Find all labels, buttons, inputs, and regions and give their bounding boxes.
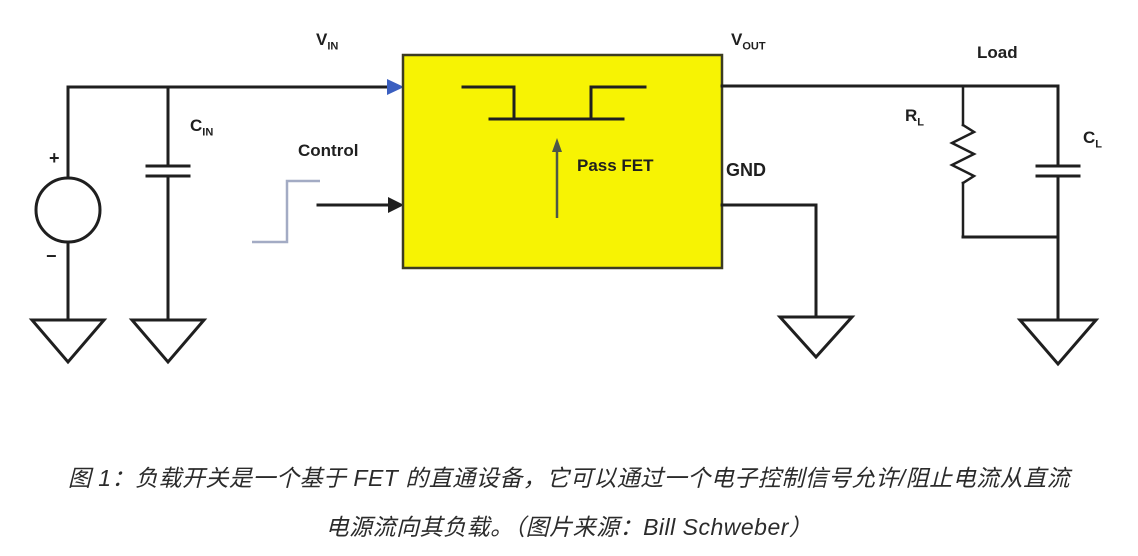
current-direction-arrow-icon <box>552 138 562 218</box>
vin-label: VIN <box>316 30 339 53</box>
cin-label: CIN <box>190 116 214 139</box>
cin-ground-icon <box>128 318 208 365</box>
gnd-label: GND <box>726 160 766 180</box>
control-label: Control <box>298 141 359 160</box>
source-plus-label: + <box>49 148 60 168</box>
pass-fet-box <box>401 53 724 270</box>
caption-line-1: 图 1：负载开关是一个基于 FET 的直通设备，它可以通过一个电子控制信号允许/… <box>67 465 1071 491</box>
voltage-source <box>34 176 102 244</box>
load-label: Load <box>977 43 1018 62</box>
schematic-canvas <box>28 53 1100 367</box>
pass-fet-label: Pass FET <box>577 156 654 175</box>
step-waveform-icon <box>252 179 320 244</box>
rl-label: RL <box>905 106 925 129</box>
load-ground-icon <box>1016 318 1100 367</box>
caption-line-2: 电源流向其负载。（图片来源：Bill Schweber） <box>325 514 813 540</box>
control-arrowhead-icon <box>388 197 404 213</box>
cl-label: CL <box>1083 128 1103 151</box>
circuit-diagram: VIN CIN Control Pass FET VOUT GND Load R… <box>28 30 1103 367</box>
rl-zigzag-icon <box>949 123 977 185</box>
vin-arrowhead-icon <box>387 79 404 95</box>
fet-symbol-icon <box>461 85 647 121</box>
source-ground-icon <box>28 318 108 365</box>
vin-wire <box>66 85 394 180</box>
vout-label: VOUT <box>731 30 766 53</box>
source-minus-label: − <box>46 246 57 266</box>
figure-caption: 图 1：负载开关是一个基于 FET 的直通设备，它可以通过一个电子控制信号允许/… <box>0 454 1138 552</box>
gnd-ground-icon <box>776 315 856 360</box>
gnd-wire <box>720 203 818 319</box>
